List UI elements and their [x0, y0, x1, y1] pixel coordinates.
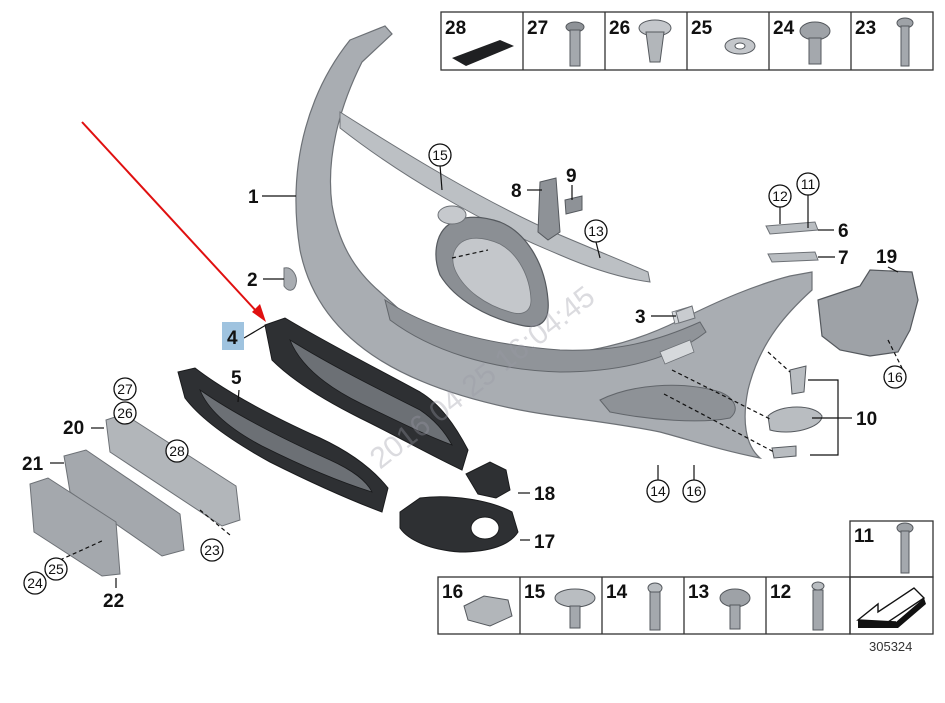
label-10: 10	[856, 409, 877, 430]
grille-5	[177, 367, 389, 513]
screw-14-icon	[647, 582, 663, 631]
bottom-table-cell-4: 13	[688, 582, 709, 603]
label-3: 3	[635, 307, 646, 328]
callout-26: 26	[113, 401, 137, 425]
callout-14: 14	[646, 479, 670, 503]
bottom-table-cell-1: 16	[442, 582, 463, 603]
callout-11: 11	[796, 172, 820, 196]
label-9: 9	[566, 166, 577, 187]
label-7: 7	[838, 248, 849, 269]
label-22: 22	[103, 591, 124, 612]
callout-28: 28	[165, 439, 189, 463]
svg-text:24: 24	[27, 575, 43, 591]
svg-text:16: 16	[887, 369, 903, 385]
part-17	[399, 496, 519, 553]
svg-text:14: 14	[650, 483, 666, 499]
washer-screw-15-icon	[554, 588, 596, 629]
svg-text:15: 15	[432, 147, 448, 163]
callout-15: 15	[428, 143, 452, 167]
part-2-cap	[283, 267, 297, 291]
top-table-cell-4: 25	[691, 18, 713, 39]
bracket-19	[817, 269, 919, 357]
foam-pad-icon	[452, 40, 514, 66]
callout-13: 13	[584, 219, 608, 243]
reference-number: 305324	[869, 639, 912, 654]
washer-25-icon	[724, 37, 756, 55]
callout-27: 27	[113, 377, 137, 401]
callout-16-right: 16	[883, 365, 907, 389]
part-3-cover	[675, 305, 696, 324]
side-box-label: 11	[854, 526, 875, 547]
clip-16-icon	[463, 595, 513, 627]
label-4: 4	[227, 328, 238, 349]
screw-23-icon	[896, 17, 914, 67]
direction-arrow-icon	[856, 587, 926, 628]
svg-text:16: 16	[686, 483, 702, 499]
callout-25: 25	[44, 557, 68, 581]
screw-13-icon	[719, 588, 751, 630]
highlight-box	[222, 322, 244, 350]
grille-4	[264, 317, 469, 471]
svg-text:28: 28	[169, 443, 185, 459]
plate-bracket-22	[29, 477, 121, 577]
top-table-cell-6: 23	[855, 18, 876, 39]
callout-23: 23	[200, 538, 224, 562]
top-table-cell-3: 26	[609, 18, 630, 39]
red-pointer-arrow	[81, 121, 266, 322]
bottom-table-cell-3: 14	[606, 582, 628, 603]
part-18	[465, 461, 511, 499]
label-5: 5	[231, 368, 242, 389]
strips-6-7	[765, 221, 819, 263]
bottom-table-cell-5: 12	[770, 582, 791, 603]
label-18: 18	[534, 484, 555, 505]
callout-24: 24	[23, 571, 47, 595]
label-1: 1	[248, 187, 259, 208]
svg-text:26: 26	[117, 405, 133, 421]
callout-16-bottom: 16	[682, 479, 706, 503]
label-17: 17	[534, 532, 555, 553]
top-table-cell-5: 24	[773, 18, 795, 39]
leader-lines	[50, 164, 903, 588]
bumper-cover	[295, 25, 813, 460]
screw-24-icon	[799, 21, 831, 65]
screw-12-icon	[811, 581, 825, 631]
label-21: 21	[22, 454, 44, 475]
clips-10	[767, 365, 823, 459]
label-19: 19	[876, 247, 897, 268]
label-20: 20	[63, 418, 84, 439]
svg-text:27: 27	[117, 381, 133, 397]
bolt-27-icon	[565, 21, 585, 67]
bottom-table-cell-2: 15	[524, 582, 546, 603]
top-table-cell-2: 27	[527, 18, 548, 39]
plastic-nut-26-icon	[638, 19, 672, 63]
label-8: 8	[511, 181, 522, 202]
svg-text:12: 12	[772, 188, 788, 204]
svg-text:25: 25	[48, 561, 64, 577]
top-table-cell-1: 28	[445, 18, 466, 39]
svg-text:11: 11	[801, 176, 816, 192]
label-6: 6	[838, 221, 849, 242]
top-parts-table: 28 27 26 25 24 23	[440, 11, 934, 71]
screw-11-icon	[896, 522, 914, 574]
bottom-parts-table: 16 15 14 13 12	[437, 576, 851, 635]
bracket-8-9	[537, 177, 583, 241]
svg-text:13: 13	[588, 223, 604, 239]
callout-12: 12	[768, 184, 792, 208]
side-box: 11	[849, 520, 934, 635]
svg-text:23: 23	[204, 542, 220, 558]
label-2: 2	[247, 270, 258, 291]
